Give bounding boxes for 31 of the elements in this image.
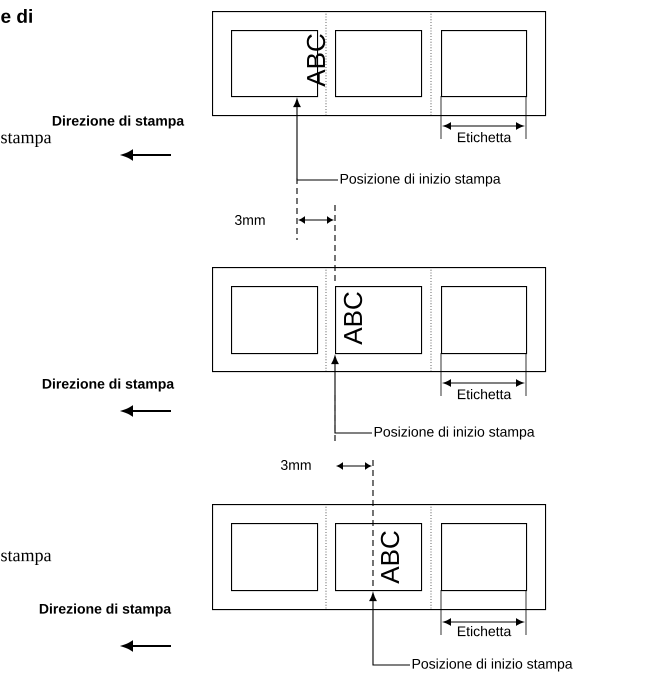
text-fragment: stampa: [1, 551, 52, 565]
leader-line: [369, 592, 410, 666]
label-box: [231, 523, 318, 592]
leader-line: [293, 98, 338, 181]
direction-label: Direzione di stampa: [40, 603, 172, 617]
label-box: [335, 523, 422, 592]
label-box: [231, 286, 318, 354]
direction-label: Direzione di stampa: [52, 115, 184, 129]
label-box: [335, 286, 422, 354]
sample-print-text: ABC: [344, 292, 362, 345]
label-box: [441, 30, 528, 98]
callout-text: Posizione di inizio stampa: [412, 658, 573, 672]
sample-print-text: ABC: [306, 34, 326, 87]
text-fragment: stampa: [1, 133, 52, 147]
dimension-label: Etichetta: [458, 626, 512, 636]
heading-fragment: e di: [1, 9, 32, 23]
label-box: [441, 286, 528, 354]
dimension-label: 3mm: [280, 460, 311, 470]
callout-text: Posizione di inizio stampa: [340, 173, 501, 187]
label-strip: [212, 11, 546, 116]
leader-line: [331, 356, 372, 434]
callout-text: Posizione di inizio stampa: [374, 426, 535, 440]
dimension-label: Etichetta: [458, 388, 512, 400]
label-box: [441, 523, 528, 592]
label-strip: [212, 267, 546, 372]
dimension-label: 3mm: [234, 215, 265, 225]
sample-print-text: ABC: [380, 531, 400, 584]
direction-label: Direzione di stampa: [42, 378, 174, 392]
label-strip: [212, 504, 546, 610]
label-box: [335, 30, 422, 98]
dimension-label: Etichetta: [458, 132, 512, 142]
